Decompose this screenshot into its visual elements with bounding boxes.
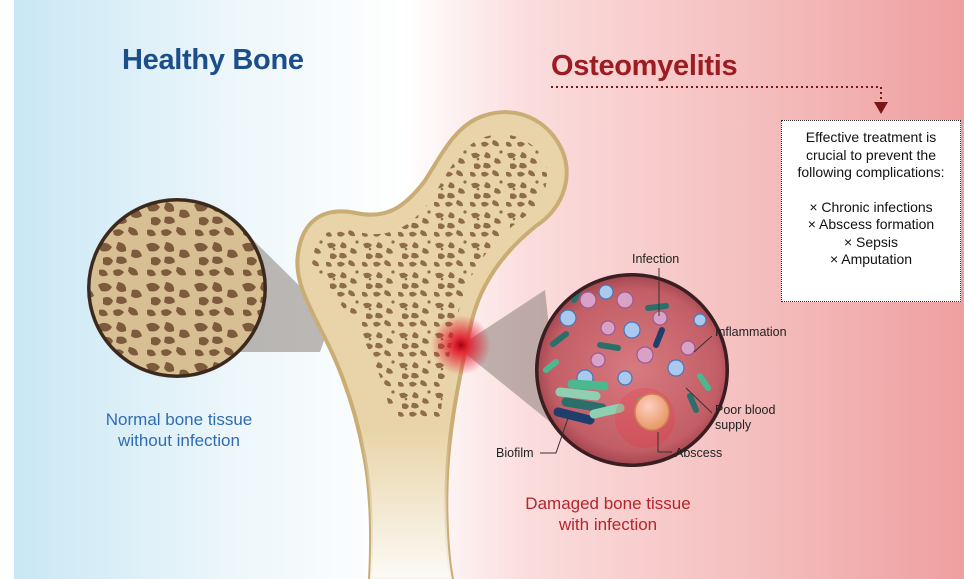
treatment-complications-box: Effective treatment is crucial to preven… <box>781 120 961 302</box>
normal-tissue-caption: Normal bone tissue without infection <box>84 409 274 451</box>
damaged-tissue-caption-line2: with infection <box>508 514 708 535</box>
damaged-tissue-caption-line1: Damaged bone tissue <box>508 493 708 514</box>
complication-amputation: × Amputation <box>786 251 956 269</box>
biofilm-label: Biofilm <box>496 446 534 461</box>
poor-blood-supply-label-line2: supply <box>715 418 775 433</box>
normal-tissue-caption-line2: without infection <box>84 430 274 451</box>
abscess-label: Abscess <box>675 446 722 461</box>
poor-blood-supply-label: Poor blood supply <box>715 403 775 433</box>
damaged-tissue-caption: Damaged bone tissue with infection <box>508 493 708 535</box>
complication-abscess-formation: × Abscess formation <box>786 216 956 234</box>
healthy-bone-heading: Healthy Bone <box>122 44 304 77</box>
normal-tissue-caption-line1: Normal bone tissue <box>84 409 274 430</box>
inflammation-label: Inflammation <box>715 325 787 340</box>
treatment-intro-text: Effective treatment is crucial to preven… <box>786 129 956 182</box>
complication-chronic-infections: × Chronic infections <box>786 199 956 217</box>
poor-blood-supply-label-line1: Poor blood <box>715 403 775 418</box>
infection-label: Infection <box>632 252 679 267</box>
osteomyelitis-heading: Osteomyelitis <box>551 50 737 83</box>
complication-sepsis: × Sepsis <box>786 234 956 252</box>
infection-focus <box>431 315 491 375</box>
